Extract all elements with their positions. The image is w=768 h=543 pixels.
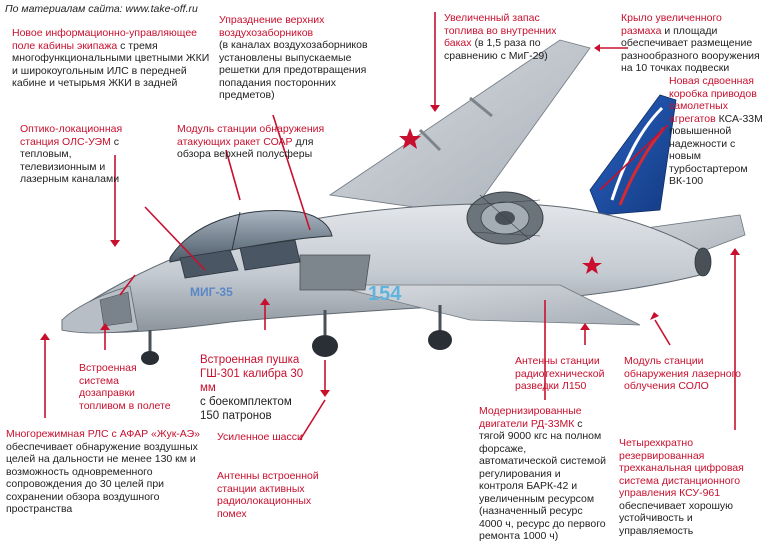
label-gun-body: с боекомплектом 150 патронов <box>200 396 292 422</box>
label-fbw-title: Четырехкратно резервированная трехканаль… <box>619 437 744 499</box>
label-active-antennas: Антенны встроенной станции активных ради… <box>217 470 319 520</box>
nose-lettering: МИГ-35 <box>190 285 233 299</box>
source-credit: По материалам сайта: www.take-off.ru <box>5 3 198 15</box>
label-cockpit-displays: Новое информационно-управляющее поле каб… <box>12 27 212 90</box>
label-radar: Многорежимная РЛС с АФАР «Жук-АЭ» обеспе… <box>6 428 211 516</box>
label-gearbox-title: Новая сдвоенная коробка приводов самолет… <box>669 75 757 125</box>
label-radar-title: Многорежимная РЛС с АФАР «Жук-АЭ» <box>6 428 200 440</box>
label-soar-title: Модуль станции обнаружения атакующих рак… <box>177 123 325 148</box>
label-gun: Встроенная пушка ГШ-301 калибра 30 мм с … <box>200 353 310 423</box>
air-intake <box>299 254 371 291</box>
label-upper-intakes-title: Упразднение верхних воздухозаборников <box>219 14 325 39</box>
label-gearbox-body: КСА-33М повышенной надежности с новым ту… <box>669 112 763 188</box>
label-gun-title: Встроенная пушка ГШ-301 калибра 30 мм <box>200 354 304 394</box>
label-solo: Модуль станции обнаружения лазерного обл… <box>624 355 742 392</box>
label-cockpit-displays-body: с тремя многофункциональными цветными ЖК… <box>12 39 210 90</box>
nose-gear-wheel <box>141 351 159 365</box>
label-engine: Модернизированные двигатели РД-33МК с тя… <box>479 405 607 543</box>
label-upper-intakes: Упразднение верхних воздухозаборников (в… <box>219 14 379 102</box>
red-star-stabilizer <box>582 256 602 274</box>
label-wing-body: и площади обеспечивает размещение разноо… <box>621 24 760 75</box>
label-wing-title: Крыло увеличенного размаха <box>621 12 722 37</box>
label-refuel: Встроенная система дозаправки топливом в… <box>79 362 171 412</box>
canopy <box>169 210 333 263</box>
label-radio-antennas: Антенны станции радиотехнической разведк… <box>515 355 605 392</box>
tail-number: 154 <box>630 107 642 114</box>
label-fuel-body: (в 1,5 раза по сравнению с МиГ-29) <box>444 37 548 62</box>
label-fbw: Четырехкратно резервированная трехканаль… <box>619 437 765 537</box>
main-gear-wheel-right <box>428 330 452 350</box>
label-ols: Оптико-локационная станция ОЛС-УЭМ с теп… <box>20 123 138 186</box>
engine-nozzle <box>694 247 712 277</box>
label-fuel-title: Увеличенный запас топлива во внутренних … <box>444 12 557 49</box>
label-soar-body: для обзора верхней полусферы <box>177 135 314 161</box>
label-cockpit-displays-title: Новое информационно-управляющее поле каб… <box>12 27 198 52</box>
leader-lines <box>40 12 740 441</box>
label-ols-title: Оптико-локационная станция ОЛС-УЭМ <box>20 123 123 148</box>
label-ols-body: с тепловым, телевизионным и лазерным кан… <box>20 135 120 186</box>
label-fuel: Увеличенный запас топлива во внутренних … <box>444 12 572 62</box>
label-wing: Крыло увеличенного размаха и площади обе… <box>621 12 765 75</box>
vertical-tail <box>589 94 677 216</box>
label-soar: Модуль станции обнаружения атакующих рак… <box>177 123 327 161</box>
main-gear-wheel <box>312 335 338 357</box>
label-landing-gear: Усиленное шасси <box>217 431 303 443</box>
label-engine-title: Модернизированные двигатели РД-33МК <box>479 405 582 430</box>
near-wing <box>329 284 641 326</box>
label-radar-body: обеспечивает обнаружение воздушных целей… <box>6 440 198 516</box>
side-number: 154 <box>368 283 402 305</box>
label-fbw-body: обеспечивает хорошую устойчивость и упра… <box>619 499 734 537</box>
label-upper-intakes-body: (в каналах воздухозаборников установлены… <box>219 39 368 101</box>
label-gearbox: Новая сдвоенная коробка приводов самолет… <box>669 75 765 188</box>
red-star-wing <box>399 128 421 149</box>
aircraft-cutaway-illustration: 154 МИГ-35 154 <box>40 12 746 441</box>
label-engine-body: с тягой 9000 кгс на полном форсаже, авто… <box>479 417 606 543</box>
